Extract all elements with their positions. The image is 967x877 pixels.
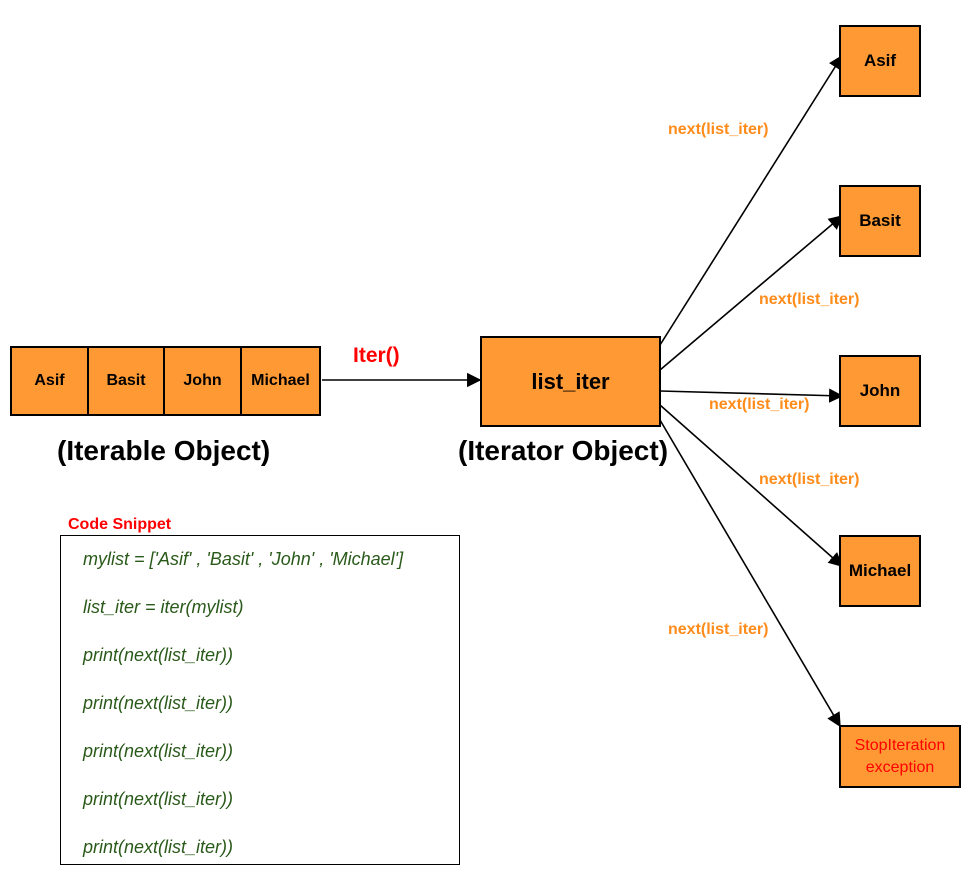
iterable-cell-asif: Asif [10, 346, 89, 416]
next-arrow-john [659, 388, 844, 403]
next-label-michael: next(list_iter) [759, 471, 860, 488]
code-line: print(next(list_iter)) [83, 789, 234, 809]
next-arrow-basit [659, 215, 844, 371]
next-arrow-asif [659, 54, 843, 346]
iter-call-label: Iter() [353, 344, 400, 367]
output-box-asif: Asif [839, 25, 921, 97]
next-arrow-michael [659, 404, 844, 567]
code-line: print(next(list_iter)) [83, 741, 234, 761]
output-box-john: John [839, 355, 921, 427]
iterable-cell-basit: Basit [87, 346, 165, 416]
iterable-caption: (Iterable Object) [57, 435, 271, 466]
code-line: list_iter = iter(mylist) [83, 597, 244, 617]
code-line: print(next(list_iter)) [83, 645, 234, 665]
output-box-michael: Michael [839, 535, 921, 607]
next-label-john: next(list_iter) [709, 396, 810, 413]
next-arrow-stopiteration [659, 419, 841, 728]
next-label-stopiteration: next(list_iter) [668, 621, 769, 638]
code-line: print(next(list_iter)) [83, 837, 234, 857]
code-line: print(next(list_iter)) [83, 693, 234, 713]
iterator-caption: (Iterator Object) [458, 435, 669, 466]
iterator-box: list_iter [480, 336, 661, 427]
next-label-basit: next(list_iter) [759, 291, 860, 308]
code-line: mylist = ['Asif' , 'Basit' , 'John' , 'M… [83, 549, 404, 569]
code-snippet-title: Code Snippet [68, 516, 172, 533]
code-snippet-panel: mylist = ['Asif' , 'Basit' , 'John' , 'M… [60, 535, 460, 865]
output-box-basit: Basit [839, 185, 921, 257]
next-label-asif: next(list_iter) [668, 121, 769, 138]
output-box-stopiteration: StopIteration exception [839, 725, 961, 788]
iterable-cell-michael: Michael [240, 346, 321, 416]
iterable-cell-john: John [163, 346, 242, 416]
